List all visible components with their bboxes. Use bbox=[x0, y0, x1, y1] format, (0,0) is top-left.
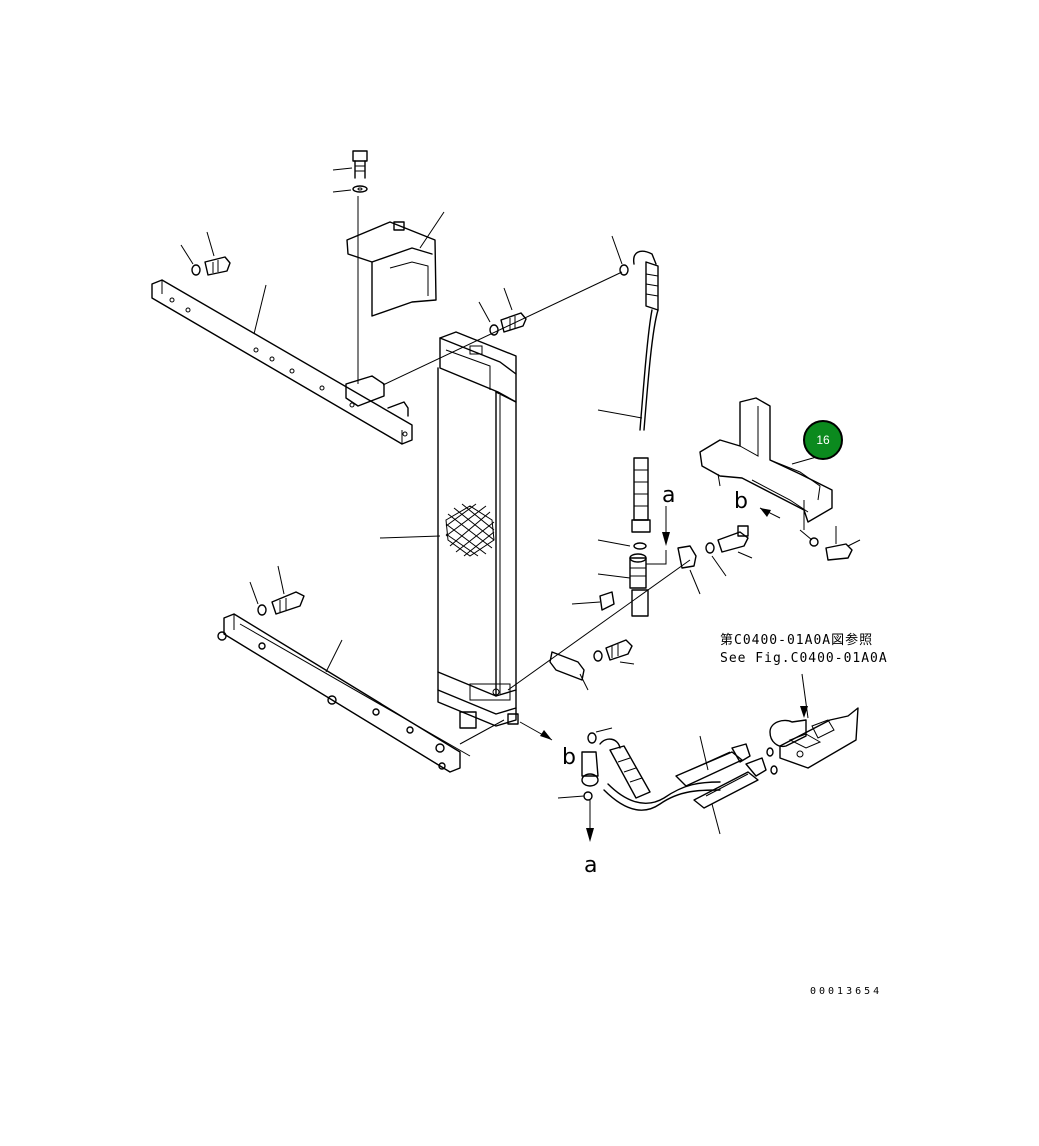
lower-rail bbox=[217, 613, 505, 773]
top-bolt bbox=[332, 150, 368, 179]
lower-fittings bbox=[675, 735, 778, 835]
center-upper-bolt bbox=[478, 287, 527, 336]
arrow-b-right bbox=[759, 507, 781, 519]
arrow-a-top bbox=[662, 506, 670, 546]
lower-clamp bbox=[549, 651, 589, 691]
callout-b-right: b bbox=[734, 489, 748, 514]
upper-bracket bbox=[346, 211, 445, 317]
hose-assembly bbox=[382, 235, 659, 533]
left-upper-bolt bbox=[180, 231, 231, 276]
upper-rail bbox=[151, 279, 413, 445]
o-ring bbox=[597, 539, 647, 550]
reference-note-english: See Fig.C0400-01A0A bbox=[720, 651, 888, 666]
lower-hose bbox=[557, 727, 721, 842]
cooler-core bbox=[379, 331, 519, 729]
callout-a-bottom: a bbox=[584, 853, 597, 878]
bolt-far-right bbox=[799, 526, 861, 561]
part-number-badge[interactable]: 16 bbox=[803, 420, 843, 460]
left-lower-bolt bbox=[249, 565, 305, 616]
lower-bolt bbox=[593, 639, 635, 665]
arrow-b-bottom bbox=[519, 721, 553, 741]
drawing-number: 00013654 bbox=[810, 986, 883, 997]
support-bracket bbox=[699, 397, 833, 530]
callout-b-bottom: b bbox=[562, 745, 576, 770]
referenced-subassembly bbox=[769, 673, 859, 769]
part-number-label: 16 bbox=[816, 433, 830, 447]
clamp bbox=[571, 545, 701, 611]
bolt-right-middle bbox=[705, 525, 753, 577]
elbow-fitting bbox=[597, 550, 667, 617]
callout-a-top: a bbox=[662, 483, 675, 508]
reference-note-japanese: 第C0400-01A0A図参照 bbox=[720, 633, 874, 648]
clamp-centerline bbox=[507, 559, 691, 691]
top-washer bbox=[332, 185, 368, 193]
